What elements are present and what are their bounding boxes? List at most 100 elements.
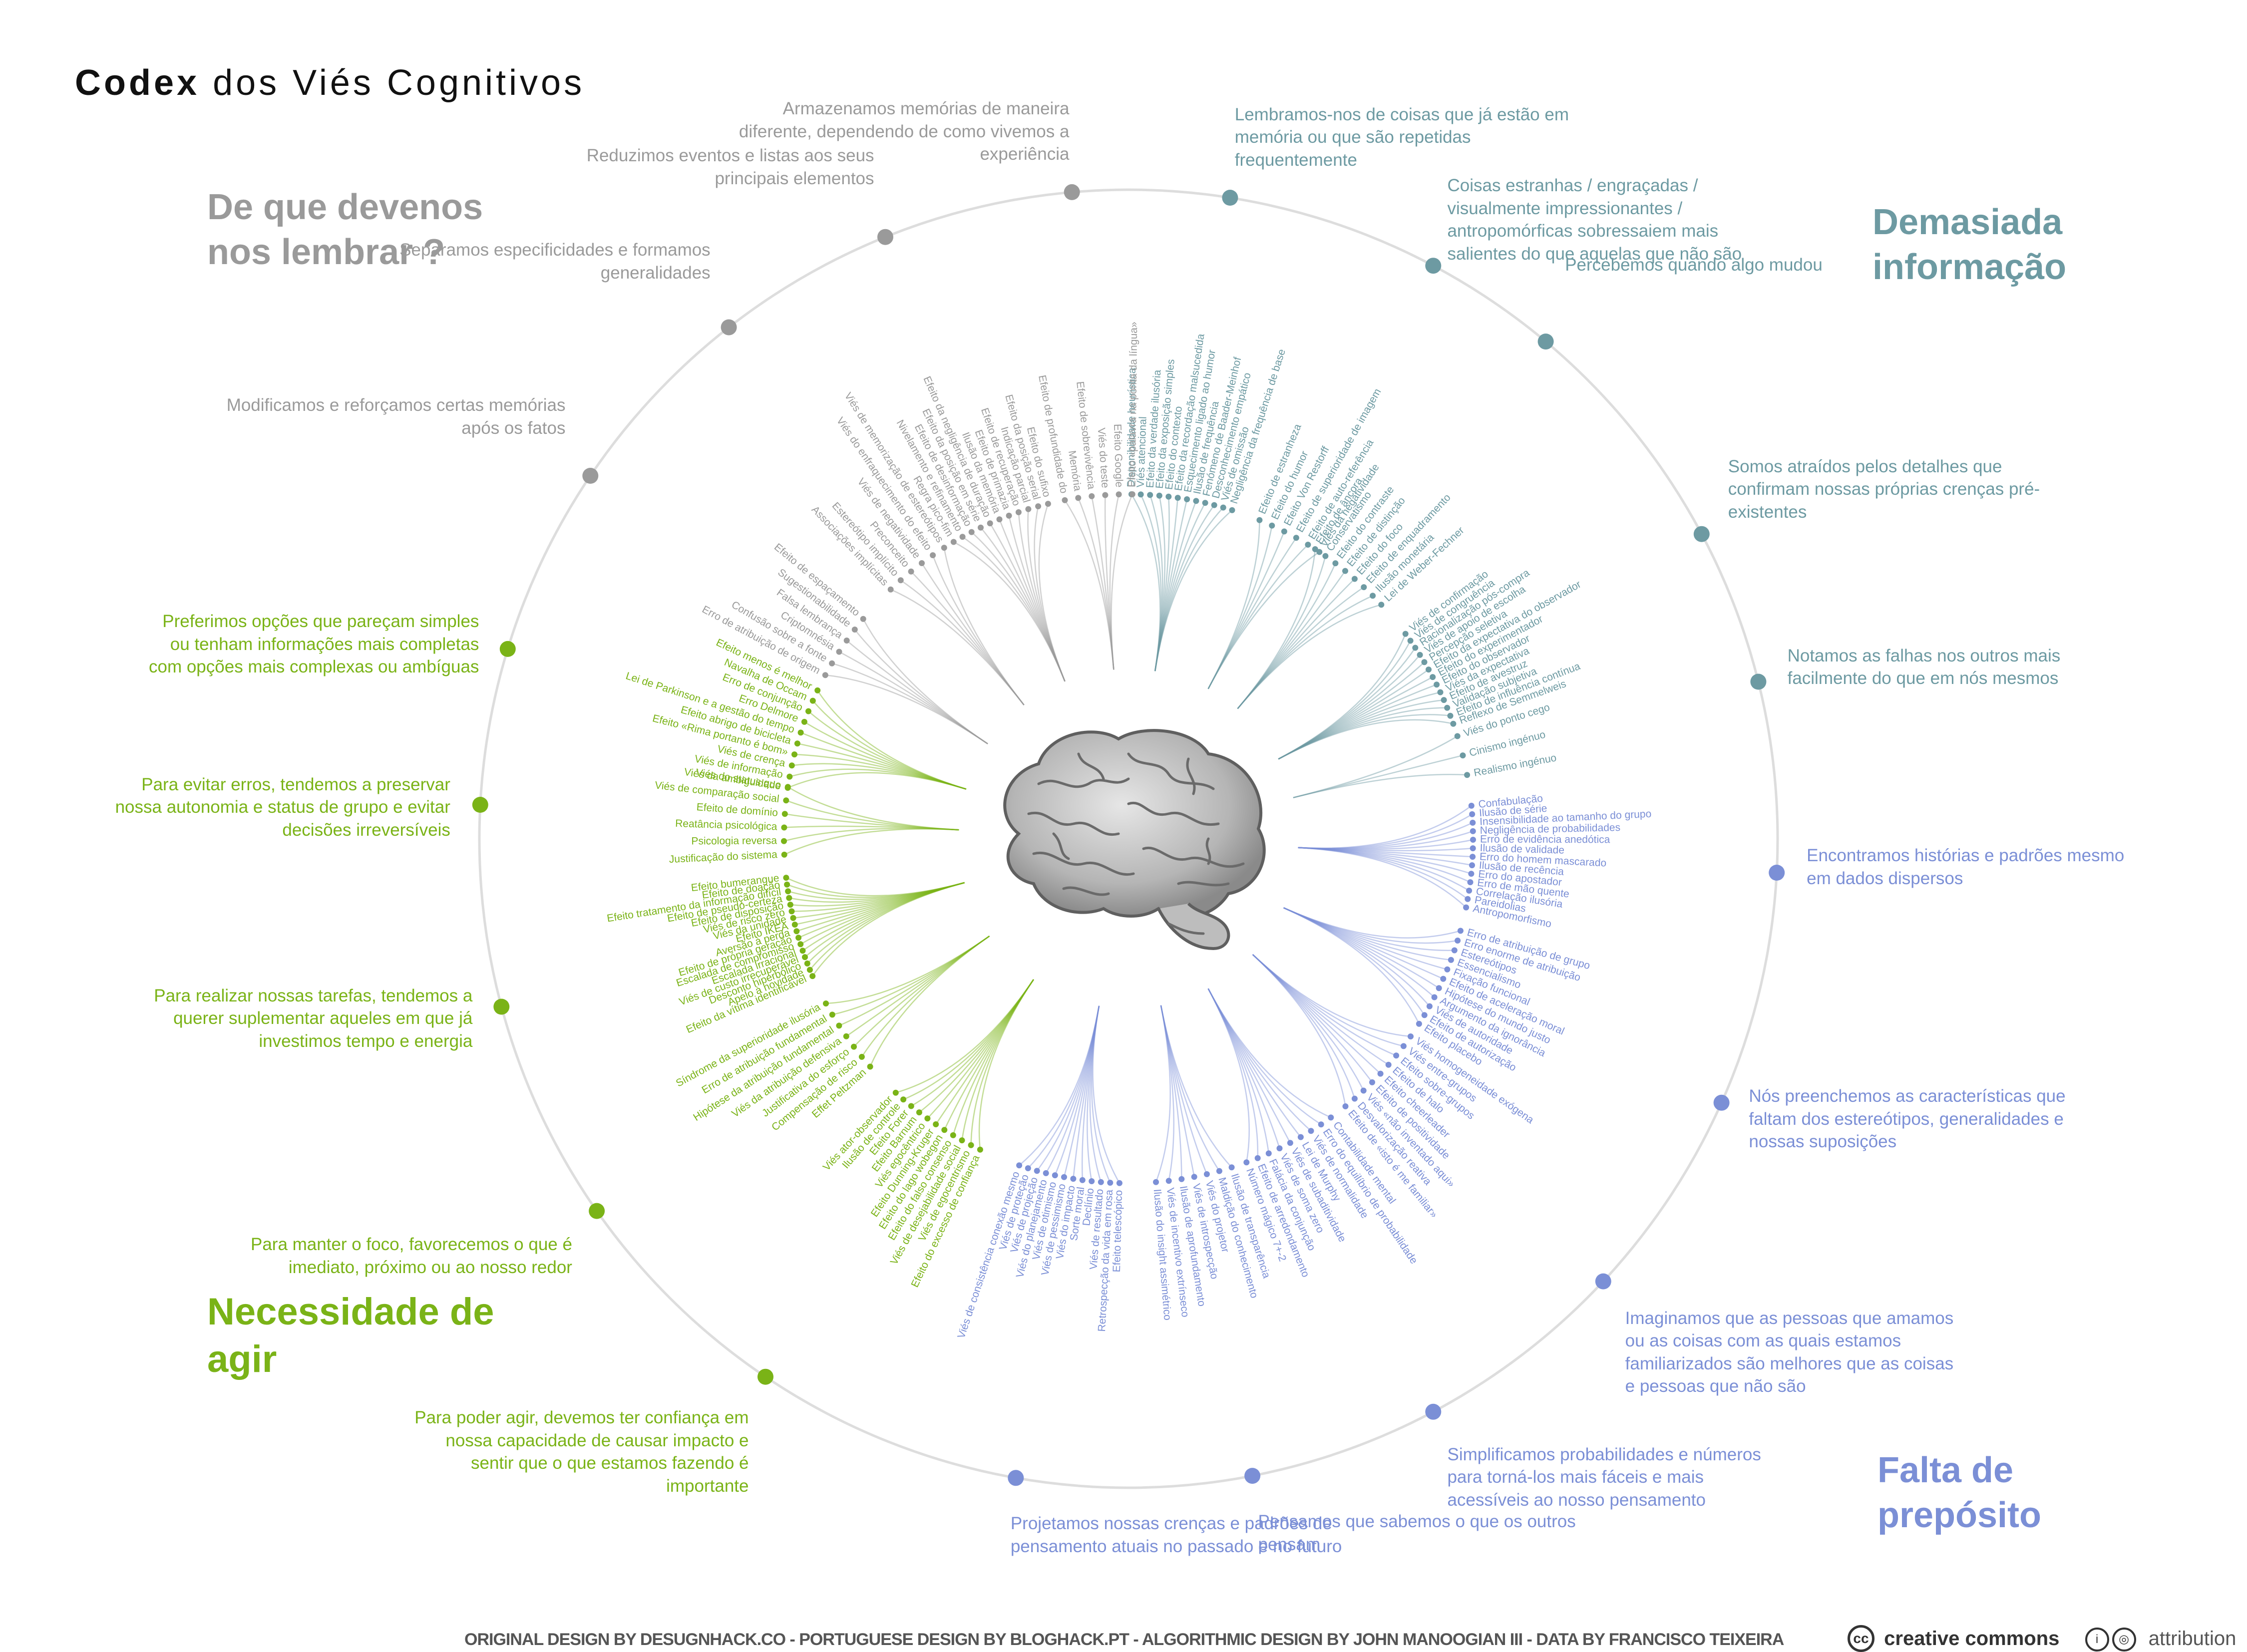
item-dot bbox=[1228, 1164, 1235, 1171]
branch-line bbox=[806, 882, 965, 964]
category-label: Encontramos histórias e padrões mesmo em… bbox=[1807, 846, 2125, 888]
branch-line bbox=[1207, 988, 1331, 1118]
item-dot bbox=[1360, 1087, 1367, 1094]
item-dot bbox=[1370, 593, 1376, 599]
branch-line bbox=[785, 800, 959, 831]
item-dot bbox=[1322, 553, 1329, 559]
item-dot bbox=[1281, 528, 1287, 535]
branch-line bbox=[961, 979, 1034, 1141]
item-dot bbox=[933, 1121, 939, 1127]
branch-line bbox=[784, 813, 959, 831]
branch-line bbox=[861, 935, 990, 1057]
branch-line bbox=[1283, 907, 1461, 939]
branch-line bbox=[1252, 954, 1404, 1047]
branch-line bbox=[900, 580, 1025, 705]
branch-line bbox=[1155, 1005, 1171, 1183]
item-dot bbox=[1402, 631, 1409, 637]
item-dot bbox=[1308, 1128, 1314, 1134]
item-dot bbox=[783, 797, 789, 804]
branch-line bbox=[794, 753, 967, 790]
item-dot bbox=[1102, 492, 1109, 498]
branch-line bbox=[935, 979, 1034, 1125]
license-badge[interactable]: cc creative commons i◎ attribution bbox=[1848, 1625, 2236, 1652]
branch-line bbox=[787, 786, 959, 831]
branch-line bbox=[1278, 634, 1406, 760]
item-dot bbox=[781, 851, 787, 858]
brain-icon bbox=[1003, 729, 1266, 951]
branch-line bbox=[1036, 1005, 1100, 1171]
branch-line bbox=[832, 935, 990, 1015]
item-dot bbox=[1437, 689, 1444, 695]
category-dot bbox=[1425, 258, 1442, 274]
item-dot bbox=[930, 552, 936, 559]
item-dot bbox=[968, 1142, 974, 1148]
item-dot bbox=[1062, 497, 1068, 503]
category-dot bbox=[877, 229, 893, 245]
branch-line bbox=[804, 882, 965, 958]
category-dot bbox=[1595, 1273, 1611, 1290]
branch-line bbox=[1283, 907, 1444, 980]
item-dot bbox=[1178, 1176, 1185, 1182]
item-dot bbox=[1444, 966, 1451, 973]
branch-line bbox=[825, 935, 990, 1004]
item-dot bbox=[1116, 1180, 1123, 1186]
item-dot bbox=[1463, 904, 1470, 911]
branch-line bbox=[812, 700, 967, 790]
branch-line bbox=[862, 619, 988, 744]
item-dot bbox=[1421, 659, 1428, 665]
item-dot bbox=[1434, 681, 1440, 688]
bias-label: Viés do teste bbox=[1096, 427, 1111, 488]
branch-line bbox=[1278, 691, 1441, 760]
item-dot bbox=[1016, 1162, 1023, 1169]
bias-label: Efeito telescópico bbox=[1111, 1190, 1124, 1272]
quadrant-act: Necessidade de agir bbox=[207, 1291, 494, 1380]
item-dot bbox=[1407, 638, 1414, 644]
item-dot bbox=[1450, 720, 1457, 727]
branch-line bbox=[1252, 954, 1364, 1091]
category-dot bbox=[582, 468, 599, 484]
bias-label: Disponibilidade heurística bbox=[1125, 367, 1138, 487]
branch-line bbox=[1154, 495, 1166, 671]
item-dot bbox=[788, 762, 795, 769]
category-dot bbox=[1750, 673, 1767, 690]
category-label: Coisas estranhas / engraçadas / visualme… bbox=[1447, 176, 1742, 264]
branch-line bbox=[1207, 520, 1260, 689]
item-dot bbox=[1006, 512, 1012, 519]
item-dot bbox=[851, 627, 858, 633]
branch-line bbox=[1278, 654, 1421, 760]
branch-line bbox=[952, 979, 1034, 1136]
item-dot bbox=[1444, 704, 1451, 711]
item-dot bbox=[797, 941, 804, 948]
category-label: Percebemos quando algo mudou bbox=[1565, 255, 1823, 275]
branch-line bbox=[1278, 647, 1416, 760]
item-dot bbox=[1203, 1171, 1210, 1177]
branch-line bbox=[1252, 954, 1411, 1037]
bias-label: Viés atencional bbox=[1135, 416, 1149, 488]
branch-line bbox=[1298, 847, 1472, 875]
branch-line bbox=[1109, 494, 1120, 670]
item-dot bbox=[799, 948, 806, 954]
item-dot bbox=[996, 516, 1003, 523]
item-dot bbox=[1287, 1140, 1293, 1146]
item-dot bbox=[1440, 976, 1447, 982]
category-label: Para realizar nossas tarefas, tendemos a… bbox=[154, 986, 473, 1051]
branch-line bbox=[791, 882, 965, 912]
category-label: Para poder agir, devemos ter confiança e… bbox=[414, 1408, 749, 1496]
item-dot bbox=[1269, 522, 1275, 529]
category-dot bbox=[1537, 333, 1554, 350]
category-label: Imaginamos que as pessoas que amamos ou … bbox=[1625, 1308, 1954, 1396]
item-dot bbox=[1468, 871, 1475, 877]
item-dot bbox=[941, 1127, 948, 1133]
item-dot bbox=[1079, 1177, 1086, 1183]
item-dot bbox=[1045, 501, 1051, 507]
item-dot bbox=[959, 534, 966, 540]
item-dot bbox=[1378, 602, 1385, 608]
branch-line bbox=[1283, 907, 1440, 989]
item-dot bbox=[1393, 1052, 1400, 1059]
item-dot bbox=[797, 729, 804, 736]
item-dot bbox=[900, 1096, 907, 1103]
item-dot bbox=[806, 967, 813, 973]
item-dot bbox=[1470, 854, 1476, 860]
